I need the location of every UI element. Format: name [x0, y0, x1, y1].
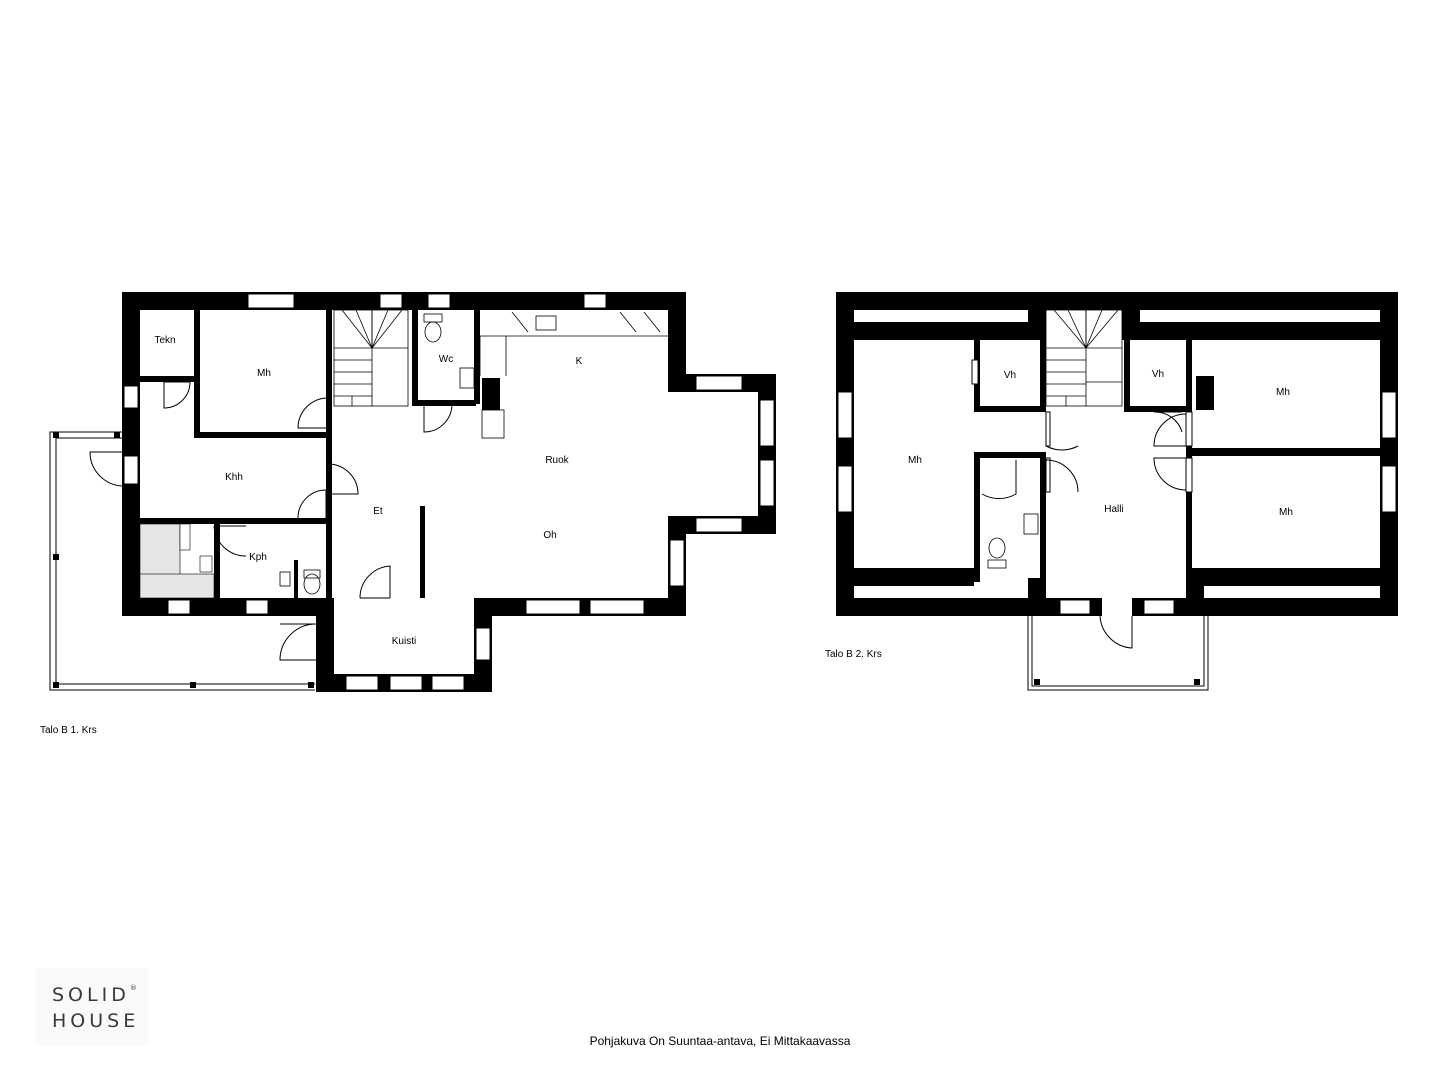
floor-1-plan: Tekn Mh Wc K Ruok Khh Et Oh Kph Kuisti T…	[40, 292, 776, 736]
floor-2-windows	[837, 391, 1397, 615]
floor-2-fixtures	[987, 513, 1039, 569]
terrace	[49, 431, 315, 691]
terrace-posts	[53, 432, 314, 688]
solid-house-logo: SOLID® HOUSE	[36, 968, 148, 1046]
kitchen-counter	[479, 311, 668, 439]
room-label-mh: Mh	[1279, 507, 1293, 518]
logo-line-1: SOLID	[52, 984, 130, 1006]
logo-line-2: HOUSE	[52, 1010, 140, 1032]
room-label-tekn: Tekn	[154, 335, 175, 346]
room-label-kph: Kph	[249, 552, 267, 563]
floor-1-doors	[89, 381, 453, 661]
floor-2-stairs	[1045, 309, 1123, 407]
room-label-vh: Vh	[1004, 370, 1016, 381]
room-label-halli: Halli	[1104, 504, 1123, 515]
room-label-oh: Oh	[543, 530, 556, 541]
balcony-posts	[1034, 679, 1200, 685]
floor-2-label: Talo B 2. Krs	[825, 649, 882, 660]
room-label-mh: Mh	[908, 455, 922, 466]
floor-1-exterior-walls	[122, 292, 776, 692]
floor-1-windows	[123, 293, 775, 691]
disclaimer-text: Pohjakuva On Suuntaa-antava, Ei Mittakaa…	[589, 1034, 851, 1048]
room-label-mh: Mh	[257, 368, 271, 379]
balcony	[1027, 614, 1209, 691]
room-label-et: Et	[373, 506, 383, 517]
room-label-k: K	[576, 356, 583, 367]
floor-2-doors	[971, 359, 1187, 649]
room-label-mh: Mh	[1276, 387, 1290, 398]
floor-1-room-labels: Tekn Mh Wc K Ruok Khh Et Oh Kph Kuisti	[154, 335, 582, 647]
floor-1-fixtures	[279, 313, 475, 595]
floor-1-stairs	[333, 309, 409, 407]
room-label-khh: Khh	[225, 472, 243, 483]
sauna-benches	[139, 523, 215, 599]
room-label-kuisti: Kuisti	[392, 636, 416, 647]
room-label-wc: Wc	[439, 354, 453, 365]
floor-2-interior-walls	[974, 340, 1380, 582]
floor-1-interior-walls	[136, 308, 500, 600]
floor-2-room-labels: Vh Vh Mh Mh Halli Mh	[908, 369, 1293, 518]
floor-2-plan: Vh Vh Mh Mh Halli Mh Talo B 2. Krs	[825, 292, 1398, 691]
registered-mark: ®	[129, 984, 137, 992]
room-label-vh: Vh	[1152, 369, 1164, 380]
floor-1-label: Talo B 1. Krs	[40, 725, 97, 736]
room-label-ruok: Ruok	[545, 455, 569, 466]
